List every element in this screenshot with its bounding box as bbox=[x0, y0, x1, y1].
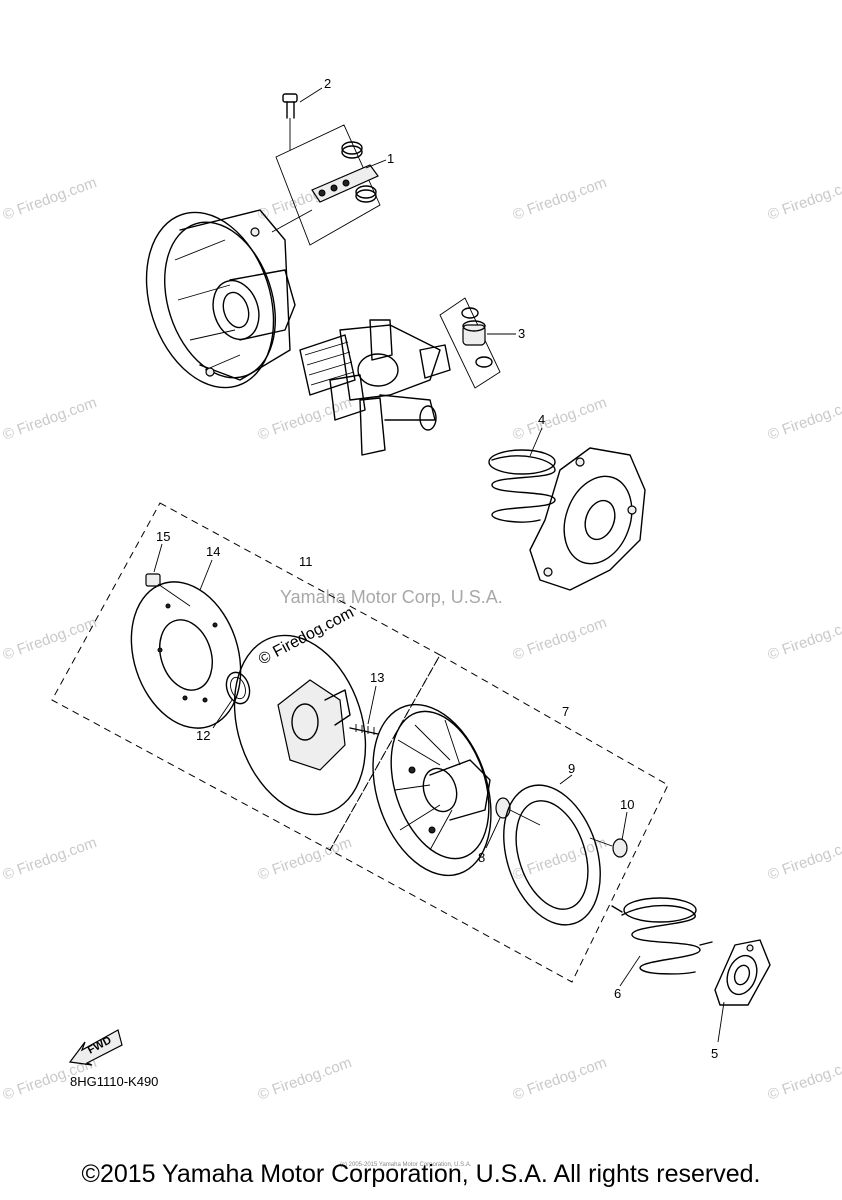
part-nut-10 bbox=[589, 837, 628, 858]
assembly-box-7 bbox=[329, 654, 669, 983]
callout-1: 1 bbox=[387, 151, 394, 166]
part-stud-13 bbox=[349, 724, 379, 735]
part-bolt-2 bbox=[282, 93, 298, 150]
part-spring-4 bbox=[488, 449, 556, 523]
part-disc-14 bbox=[130, 581, 242, 729]
part-cam-plate bbox=[529, 447, 646, 591]
watermark: © Firedog.com bbox=[511, 174, 609, 224]
callout-11: 11 bbox=[299, 554, 313, 569]
part-spring-6 bbox=[611, 897, 713, 975]
watermark: © Firedog.com bbox=[511, 614, 609, 664]
part-movable-sheave bbox=[372, 703, 492, 877]
watermark: © Firedog.com bbox=[1, 174, 99, 224]
callout-6: 6 bbox=[614, 986, 621, 1001]
callout-9: 9 bbox=[568, 761, 575, 776]
watermark: © Firedog.com bbox=[1, 614, 99, 664]
callout-10: 10 bbox=[620, 797, 634, 812]
watermark: © Firedog.com bbox=[766, 834, 842, 884]
callout-13: 13 bbox=[370, 670, 384, 685]
watermark: © Firedog.com bbox=[766, 614, 842, 664]
callout-7: 7 bbox=[562, 704, 569, 719]
part-ring-12 bbox=[225, 671, 251, 705]
copyright-notice: ©2015 Yamaha Motor Corporation, U.S.A. A… bbox=[81, 1160, 761, 1188]
part-spring-seat-5 bbox=[714, 939, 771, 1006]
callout-5: 5 bbox=[711, 1046, 718, 1061]
watermark-grid: © Firedog.com © Firedog.com © Firedog.co… bbox=[1, 174, 842, 1104]
callout-4: 4 bbox=[538, 412, 545, 427]
fine-print: (c) 2005-2015 Yamaha Motor Corporation, … bbox=[340, 1162, 472, 1168]
callout-15: 15 bbox=[156, 529, 170, 544]
part-fixed-sheave bbox=[233, 634, 367, 816]
part-bushing-3-group bbox=[439, 297, 501, 389]
part-code: 8HG1110-K490 bbox=[70, 1074, 158, 1089]
watermark: © Firedog.com bbox=[511, 394, 609, 444]
part-primary-sheave bbox=[145, 209, 296, 389]
part-gasket-9 bbox=[503, 784, 601, 926]
watermark: © Firedog.com bbox=[1, 834, 99, 884]
watermark: © Firedog.com bbox=[256, 834, 354, 884]
watermark: © Firedog.com bbox=[511, 1054, 609, 1104]
callouts: 2 1 3 4 11 14 15 13 12 7 9 10 8 6 5 bbox=[153, 76, 725, 1061]
part-arm-1-group bbox=[271, 124, 381, 246]
part-spider-hub bbox=[299, 319, 451, 456]
fwd-arrow-icon: FWD bbox=[68, 1029, 123, 1066]
callout-14: 14 bbox=[206, 544, 220, 559]
watermark: © Firedog.com bbox=[256, 1054, 354, 1104]
center-watermark: Yamaha Motor Corp, U.S.A. bbox=[280, 587, 503, 607]
watermark: © Firedog.com bbox=[766, 394, 842, 444]
part-bolt-15 bbox=[145, 573, 191, 607]
callout-2: 2 bbox=[324, 76, 331, 91]
callout-12: 12 bbox=[196, 728, 210, 743]
watermark: © Firedog.com bbox=[1, 394, 99, 444]
watermark: © Firedog.com bbox=[766, 1054, 842, 1104]
diagonal-watermark: © Firedog.com bbox=[256, 604, 357, 668]
watermark: © Firedog.com bbox=[766, 174, 842, 224]
callout-8: 8 bbox=[478, 850, 485, 865]
callout-3: 3 bbox=[518, 326, 525, 341]
